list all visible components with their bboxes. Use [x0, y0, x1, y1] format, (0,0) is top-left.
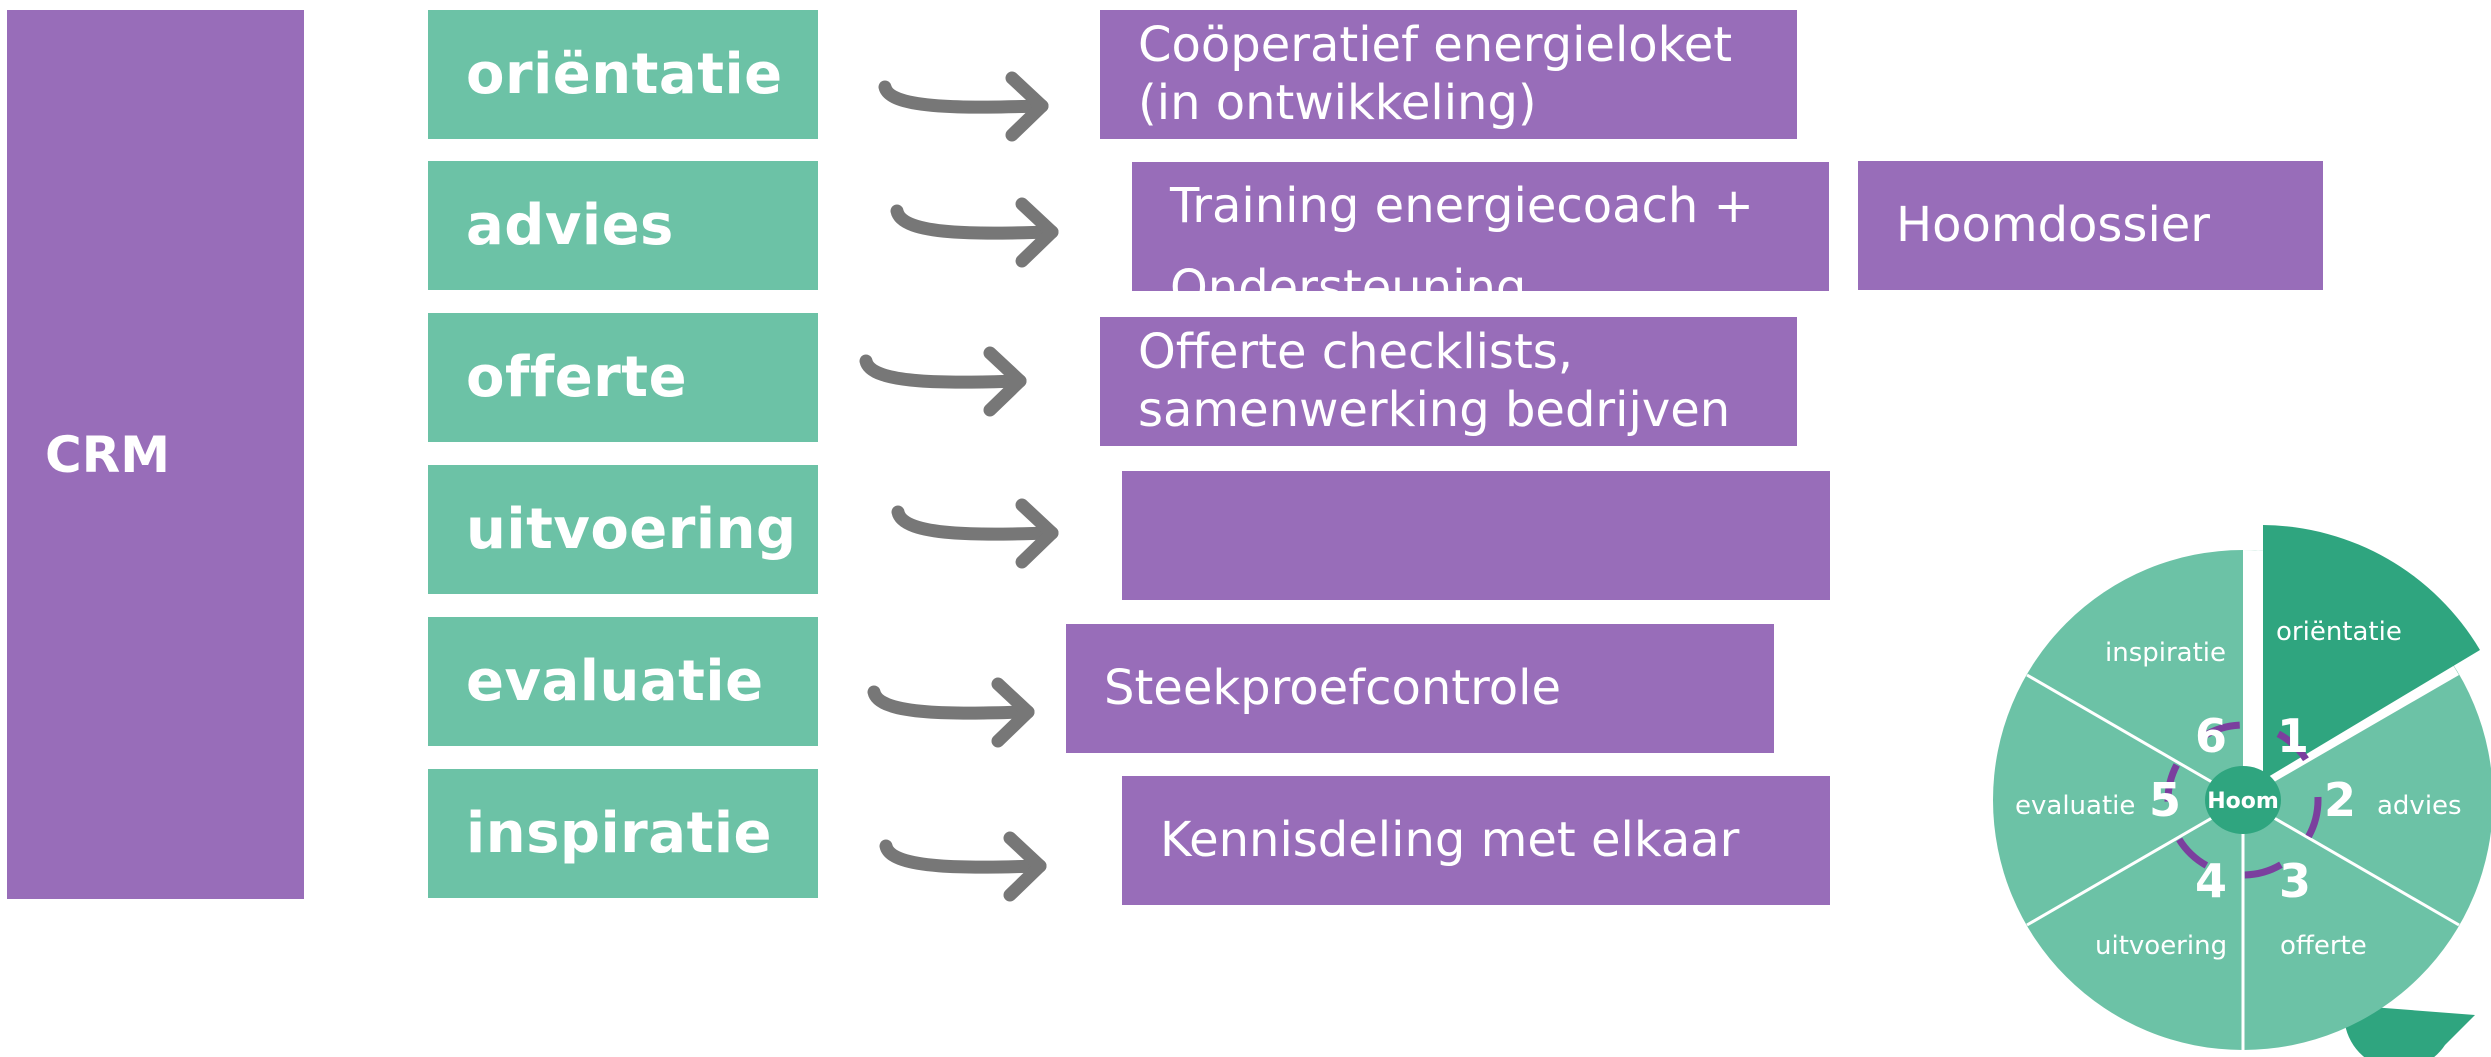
- phase-orientatie: oriëntatie: [428, 10, 818, 139]
- tool-line: Ondersteuning: [1170, 259, 1527, 291]
- tool-offerte-checklists: Offerte checklists, samenwerking bedrijv…: [1100, 317, 1797, 446]
- wheel-label-evaluatie: evaluatie: [2015, 791, 2135, 821]
- phase-label: oriëntatie: [466, 42, 783, 107]
- wheel-label-advies: advies: [2377, 791, 2462, 821]
- arrow-right-icon: [891, 498, 1059, 569]
- tool-line: Hoomdossier: [1896, 196, 2211, 253]
- phase-label: inspiratie: [466, 801, 773, 866]
- wheel-number-2: 2: [2324, 773, 2356, 827]
- wheel-label-uitvoering: uitvoering: [2095, 931, 2227, 961]
- phase-advies: advies: [428, 161, 818, 290]
- arrow-right-icon: [878, 71, 1049, 142]
- tool-line: (in ontwikkeling): [1138, 74, 1537, 131]
- phase-label: evaluatie: [466, 649, 764, 714]
- phase-inspiratie: inspiratie: [428, 769, 818, 898]
- wheel-number-4: 4: [2195, 854, 2227, 908]
- wheel-number-6: 6: [2195, 709, 2227, 763]
- wheel-segment-orientatie: [2263, 525, 2480, 780]
- tool-line: Offerte checklists,: [1138, 323, 1574, 380]
- wheel-label-offerte: offerte: [2280, 931, 2367, 961]
- wheel-number-3: 3: [2279, 854, 2311, 908]
- tool-line: samenwerking bedrijven: [1138, 381, 1731, 438]
- crm-label: CRM: [45, 425, 170, 484]
- phase-offerte: offerte: [428, 313, 818, 442]
- phase-evaluatie: evaluatie: [428, 617, 818, 746]
- hoom-label: Hoom: [2207, 789, 2279, 814]
- phase-label: uitvoering: [466, 497, 797, 562]
- phase-label: advies: [466, 193, 674, 258]
- tool-line: Coöperatief energieloket: [1138, 16, 1733, 73]
- phase-label: offerte: [466, 345, 688, 410]
- wheel-shadow: [2344, 1005, 2475, 1057]
- arrow-right-icon: [859, 346, 1027, 417]
- arrow-right-icon: [890, 197, 1059, 268]
- tool-hoomdossier: Hoomdossier: [1858, 161, 2323, 290]
- tool-line: Steekproefcontrole: [1104, 659, 1562, 716]
- phase-uitvoering: uitvoering: [428, 465, 818, 594]
- arrow-right-icon: [867, 677, 1035, 748]
- tool-steekproefcontrole: Steekproefcontrole: [1066, 624, 1774, 753]
- wheel-label-inspiratie: inspiratie: [2105, 638, 2226, 668]
- crm-block: CRM: [7, 10, 304, 899]
- tool-training-energiecoach: Training energiecoach + Ondersteuning: [1132, 162, 1829, 291]
- wheel-number-1: 1: [2277, 709, 2309, 763]
- tool-line: Kennisdeling met elkaar: [1160, 811, 1740, 868]
- tool-line: Training energiecoach +: [1170, 178, 1754, 234]
- tool-kennisdeling: Kennisdeling met elkaar: [1122, 776, 1830, 905]
- tool-uitvoering-empty: [1122, 471, 1830, 600]
- wheel-cycle-ring: [2164, 721, 2322, 879]
- arrow-right-icon: [879, 831, 1047, 902]
- tool-energieloket: Coöperatief energieloket (in ontwikkelin…: [1100, 10, 1797, 139]
- hoom-logo: [2205, 766, 2281, 834]
- hoom-phase-wheel: Hoom 1 2 3 4 5 6 oriëntatie advies offer…: [1993, 525, 2491, 1057]
- wheel-number-5: 5: [2149, 773, 2181, 827]
- wheel-label-orientatie: oriëntatie: [2276, 617, 2402, 647]
